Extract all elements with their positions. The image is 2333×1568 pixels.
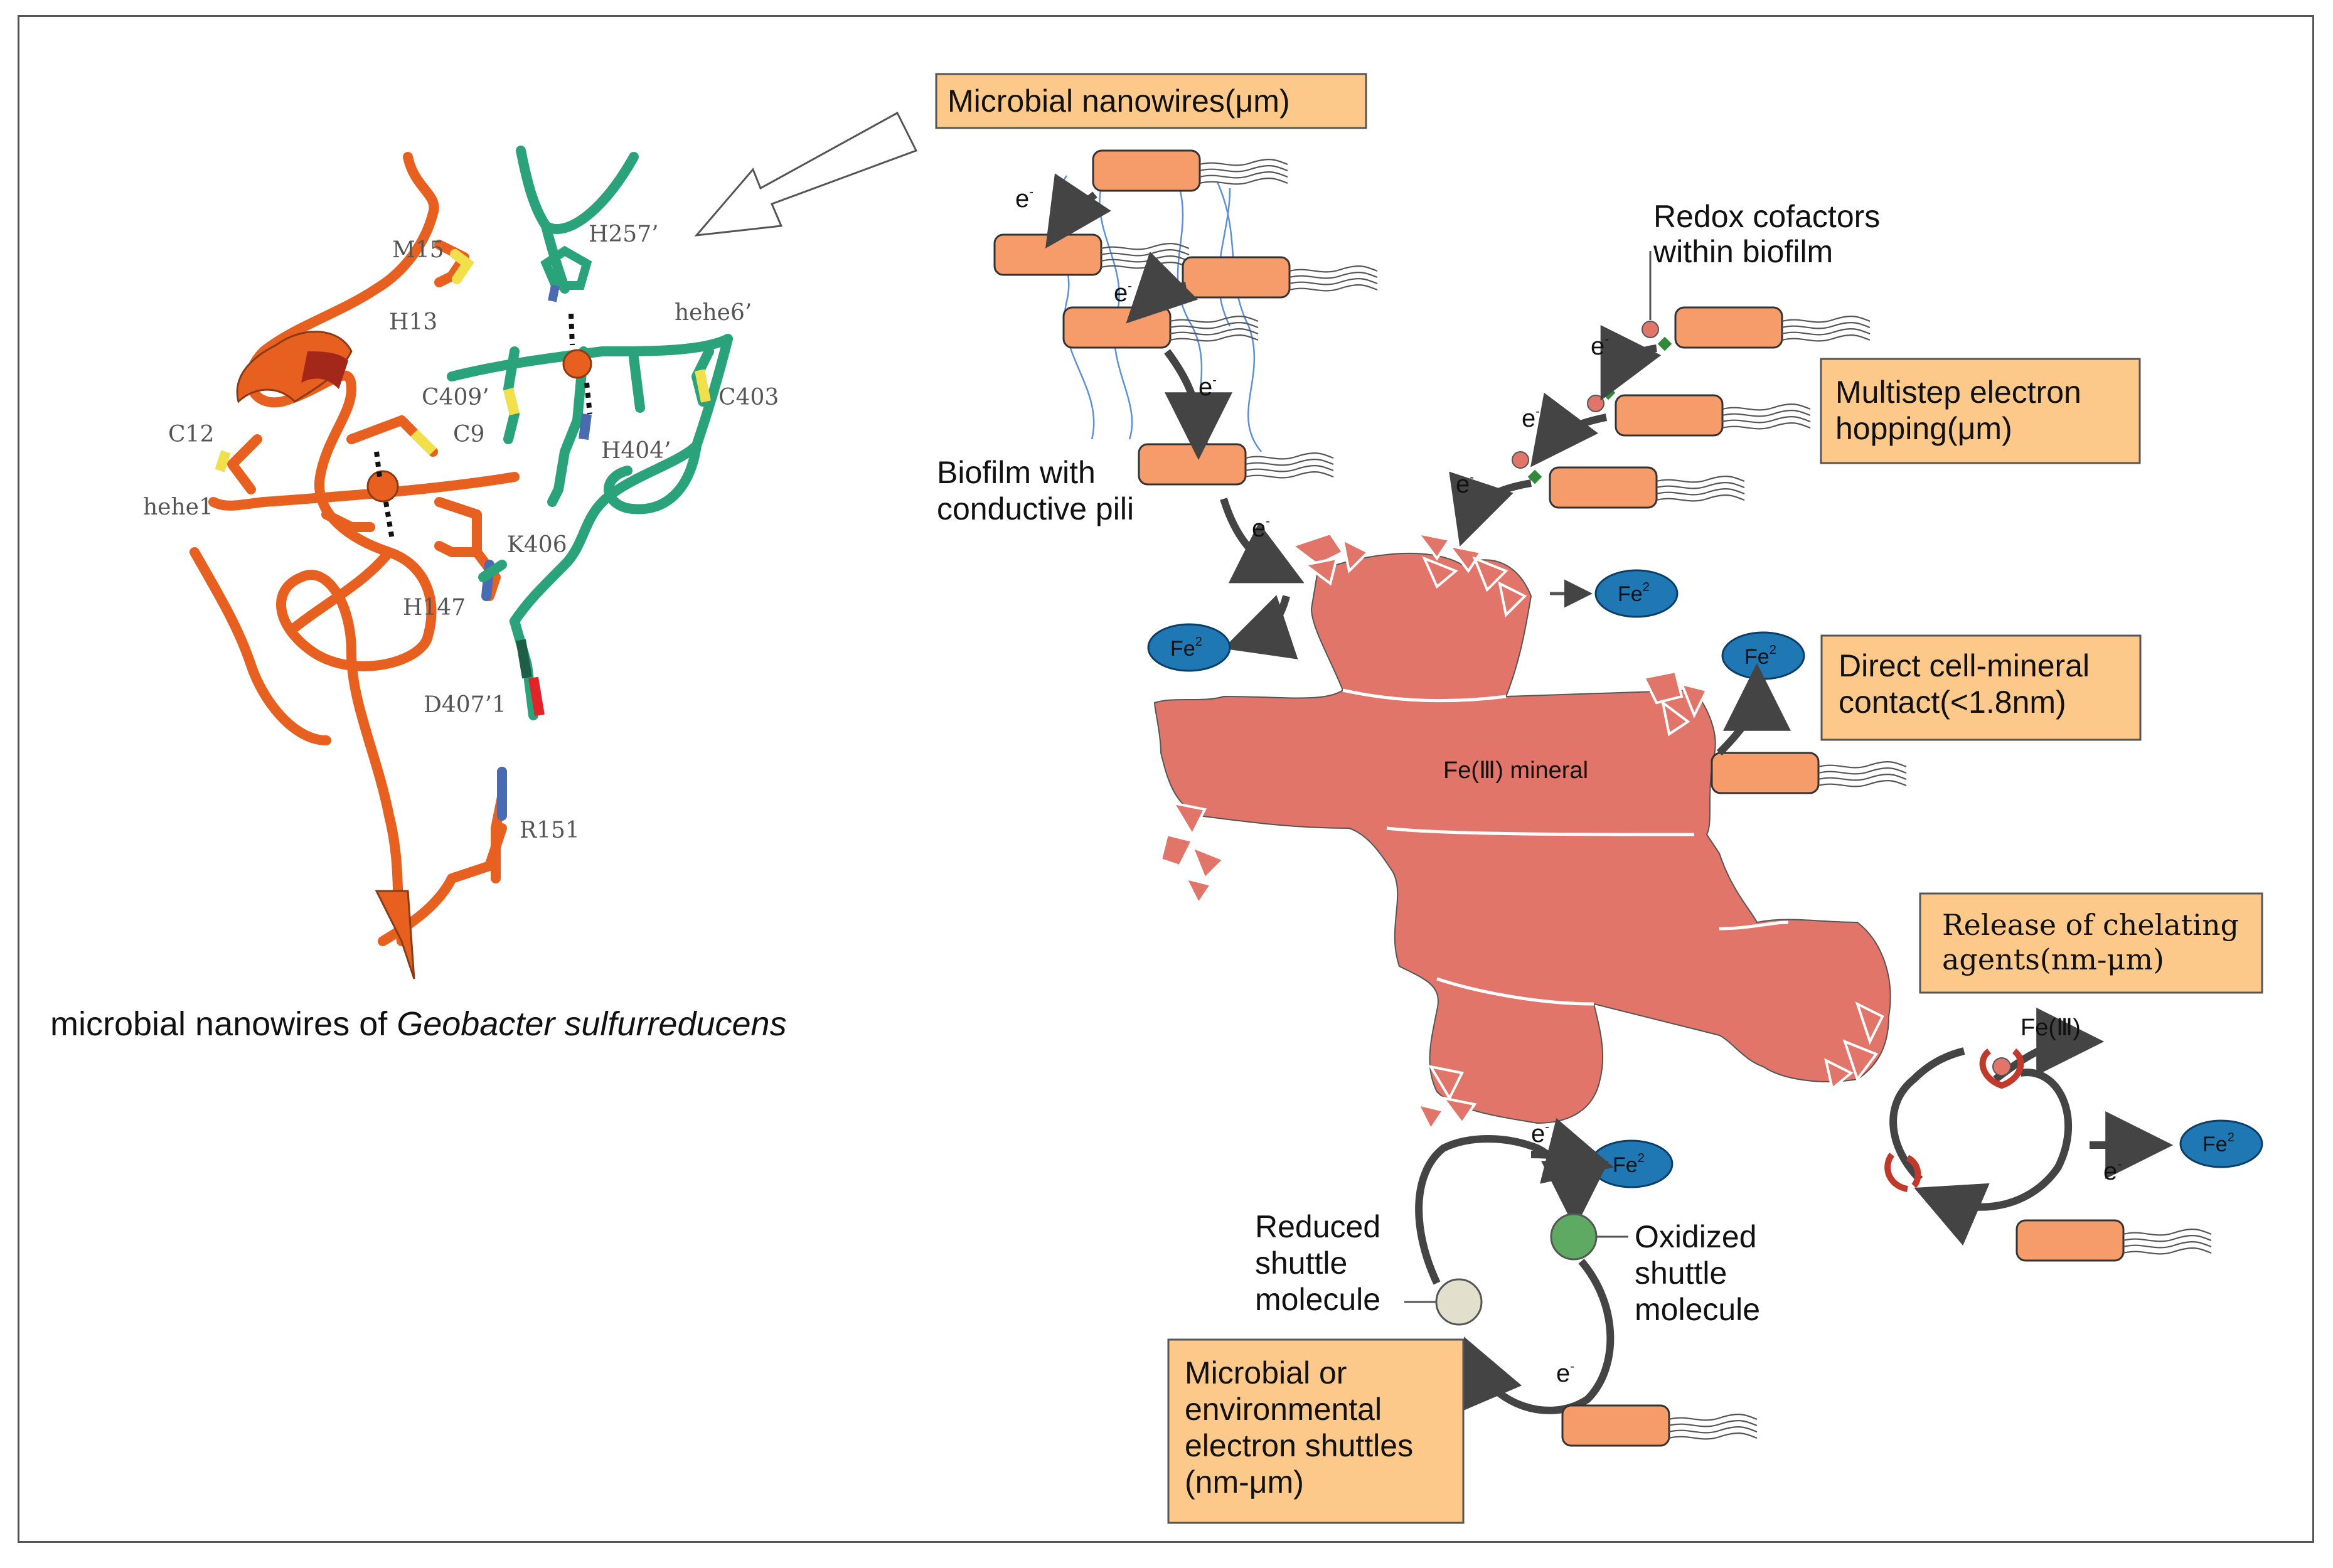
reduced-label-2: shuttle bbox=[1255, 1245, 1347, 1281]
box-shuttles: Microbial or environmental electron shut… bbox=[1167, 1338, 1465, 1524]
contact-cell bbox=[1711, 752, 1908, 794]
e-10: e- bbox=[1556, 1360, 1574, 1387]
biofilm-label-2: conductive pili bbox=[937, 491, 1134, 526]
redox-label-1: Redox cofactors bbox=[1653, 199, 1880, 234]
label-c9: C9 bbox=[453, 422, 484, 447]
label-hehe6: hehe6’ bbox=[675, 300, 752, 326]
svg-text:Fe2: Fe2 bbox=[1170, 635, 1202, 661]
svg-text:Fe2: Fe2 bbox=[1613, 1151, 1645, 1177]
label-h257: H257’ bbox=[589, 221, 659, 247]
label-m15: M15 bbox=[392, 237, 444, 263]
svg-text:contact(<1.8nm): contact(<1.8nm) bbox=[1839, 685, 2066, 720]
e-2: e- bbox=[1114, 279, 1132, 307]
hopping-arrows bbox=[1449, 324, 1662, 547]
svg-text:Direct cell-mineral: Direct cell-mineral bbox=[1839, 648, 2090, 683]
fe2-ion-1: Fe2 bbox=[1147, 623, 1231, 672]
label-r151: R151 bbox=[520, 818, 580, 843]
redox-label-2: within biofilm bbox=[1653, 234, 1833, 269]
svg-text:Fe2: Fe2 bbox=[1618, 580, 1650, 606]
fe2-ion-4: Fe2 bbox=[1589, 1139, 1674, 1188]
label-d407: D407’1 bbox=[424, 692, 506, 718]
label-c409: C409’ bbox=[422, 385, 489, 410]
figure-caption: microbial nanowires of Geobacter sulfurr… bbox=[50, 1005, 787, 1043]
chelate-fe3-label: Fe(Ⅲ) bbox=[2021, 1015, 2081, 1041]
svg-text:electron shuttles: electron shuttles bbox=[1185, 1428, 1413, 1463]
fe2-ion-2: Fe2 bbox=[1594, 569, 1679, 618]
e-5: e- bbox=[1591, 333, 1609, 360]
shuttle-cell bbox=[1561, 1404, 1758, 1447]
chelating-cell bbox=[2015, 1219, 2213, 1262]
biofilm-electron-arrows bbox=[1045, 173, 1305, 659]
svg-text:Microbial or: Microbial or bbox=[1185, 1355, 1347, 1390]
svg-text:hopping(μm): hopping(μm) bbox=[1835, 411, 2012, 446]
nanowire-protein-structure: M15 H13 C12 C9 hehe1 H147 K406 D407’1 R1… bbox=[143, 146, 779, 979]
fe2-ion-5: Fe2 bbox=[2179, 1119, 2263, 1168]
mineral-fragments bbox=[1159, 531, 1884, 1132]
shuttle-cycle bbox=[1404, 1117, 1628, 1414]
svg-text:(nm-μm): (nm-μm) bbox=[1185, 1464, 1304, 1500]
fe3-mineral bbox=[1153, 552, 1891, 1124]
e-3: e- bbox=[1199, 373, 1217, 401]
biofilm-label-1: Biofilm with bbox=[937, 455, 1096, 490]
box-contact: Direct cell-mineral contact(<1.8nm) bbox=[1820, 634, 2142, 741]
oxidized-label-2: shuttle bbox=[1635, 1256, 1727, 1291]
oxidized-label-3: molecule bbox=[1635, 1292, 1760, 1327]
reduced-label-3: molecule bbox=[1255, 1282, 1380, 1317]
reduced-label-1: Reduced bbox=[1255, 1209, 1380, 1244]
fe2-ion-3: Fe2 bbox=[1721, 631, 1805, 680]
mineral-label: Fe(Ⅲ) mineral bbox=[1443, 757, 1588, 784]
svg-text:environmental: environmental bbox=[1185, 1392, 1382, 1427]
e-7: e- bbox=[1456, 471, 1474, 498]
e-6: e- bbox=[1522, 405, 1540, 432]
box-nanowires: Microbial nanowires(μm) bbox=[935, 73, 1367, 129]
oxidized-label-1: Oxidized bbox=[1635, 1219, 1757, 1254]
e-9: e- bbox=[1531, 1120, 1549, 1148]
label-c403: C403 bbox=[718, 385, 779, 410]
label-k406: K406 bbox=[507, 532, 567, 558]
chelating-cycle bbox=[1884, 1008, 2174, 1246]
orange-chain bbox=[245, 152, 439, 946]
label-c12: C12 bbox=[168, 422, 214, 447]
label-h147: H147 bbox=[403, 595, 466, 621]
svg-text:Fe2: Fe2 bbox=[2202, 1131, 2234, 1156]
hollow-arrow bbox=[694, 111, 918, 237]
label-hehe1: hehe1 bbox=[143, 494, 213, 520]
biofilm-cells bbox=[993, 149, 1379, 486]
svg-text:agents(nm-μm): agents(nm-μm) bbox=[1942, 942, 2164, 976]
e-4: e- bbox=[1252, 515, 1270, 542]
e-8: e- bbox=[2103, 1158, 2122, 1185]
svg-text:Release of chelating: Release of chelating bbox=[1942, 908, 2239, 942]
e-1: e- bbox=[1015, 185, 1033, 213]
box-chelating: Release of chelating agents(nm-μm) bbox=[1919, 892, 2263, 994]
box-hopping: Multistep electron hopping(μm) bbox=[1820, 358, 2141, 464]
teal-chain bbox=[516, 146, 639, 234]
contact-arrow bbox=[1716, 663, 1791, 756]
svg-text:Microbial nanowires(μm): Microbial nanowires(μm) bbox=[948, 83, 1290, 119]
figure-frame bbox=[18, 15, 2314, 1543]
label-h13: H13 bbox=[389, 309, 437, 335]
label-h404: H404’ bbox=[601, 438, 671, 464]
svg-text:Multistep electron: Multistep electron bbox=[1835, 375, 2081, 410]
